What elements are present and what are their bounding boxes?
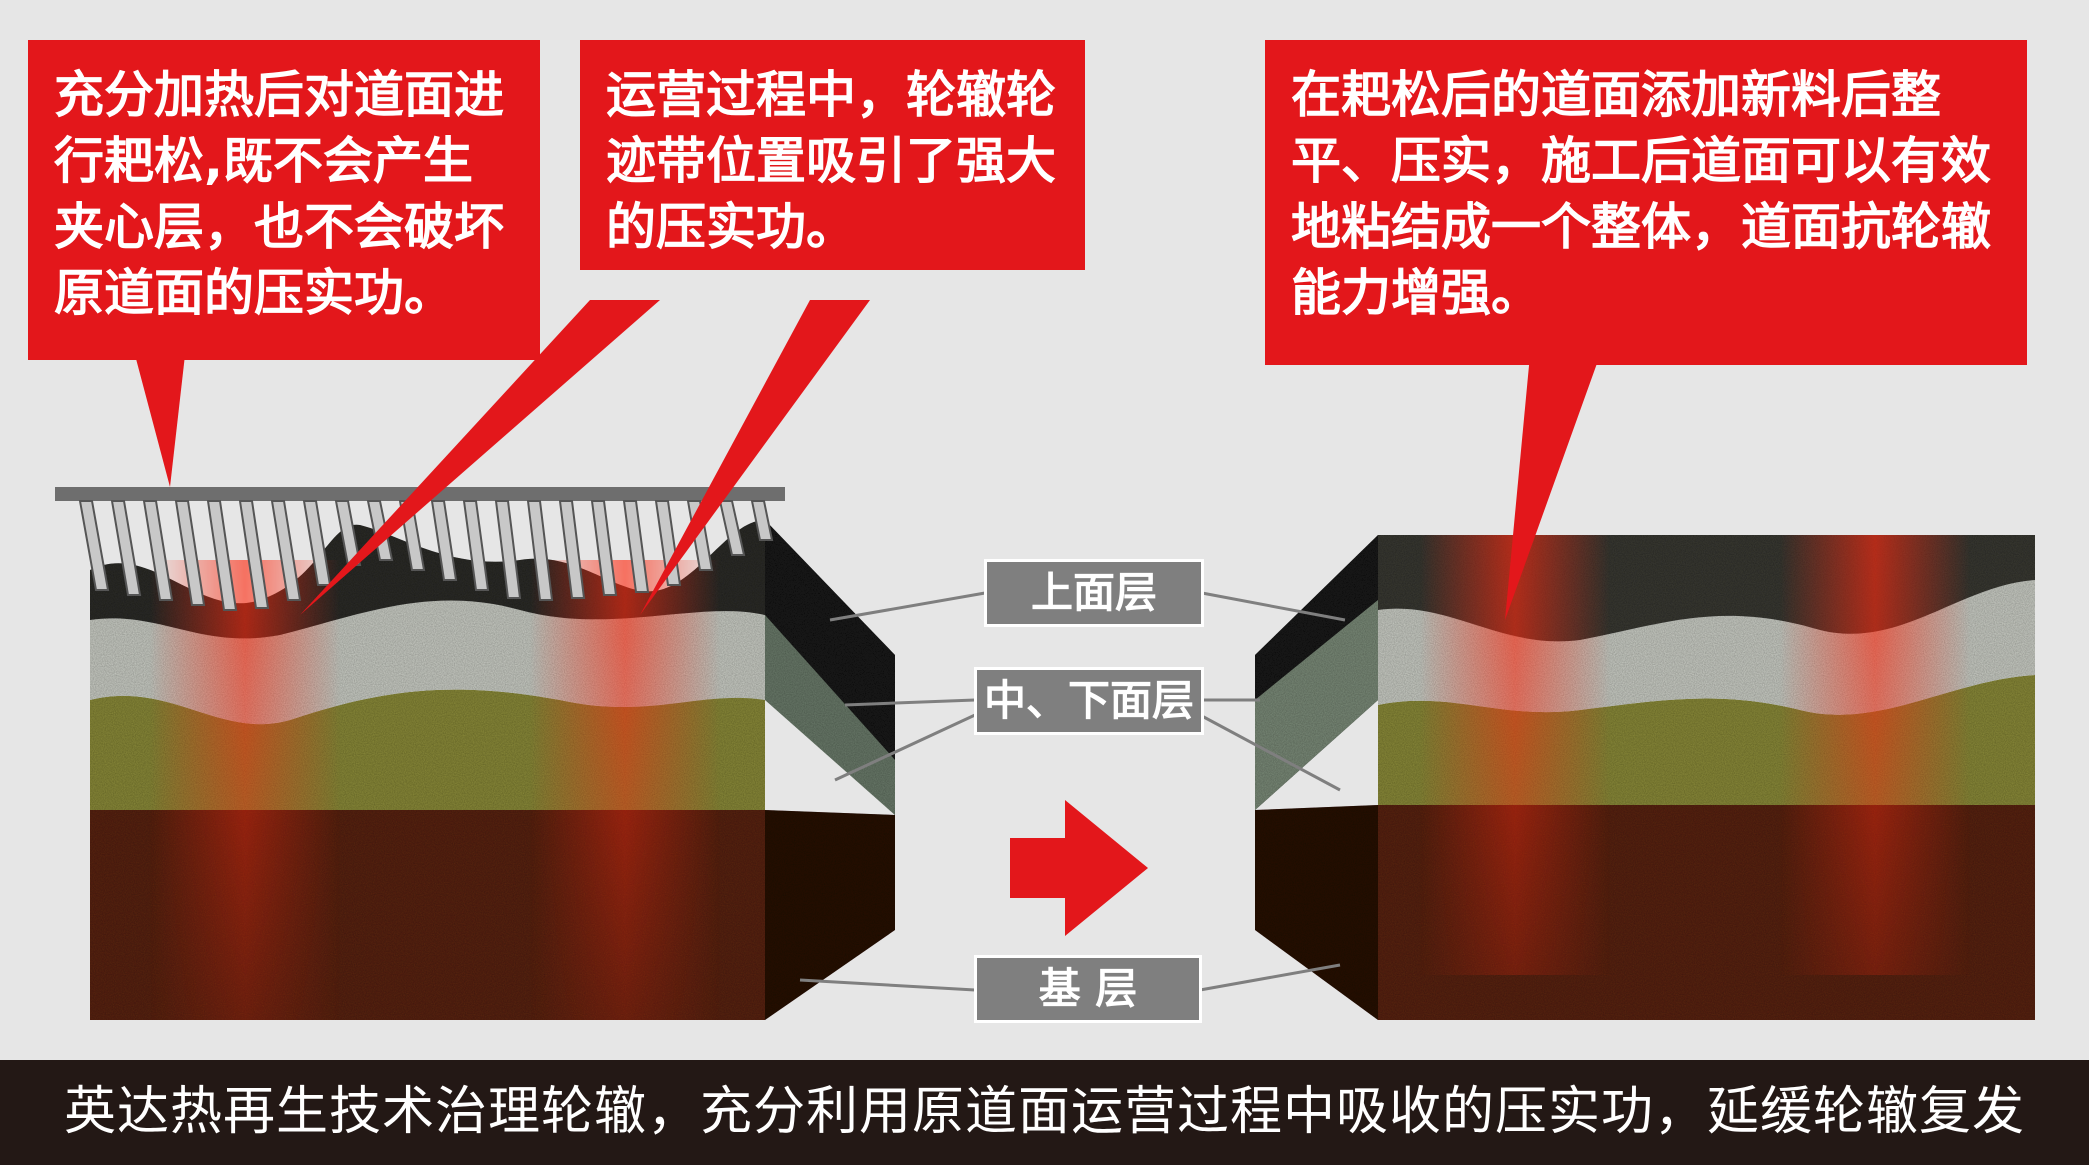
- rake: [55, 487, 785, 611]
- right-pavement-block: [1255, 535, 2035, 1020]
- label-base-layer: 基 层: [977, 958, 1199, 1020]
- left-callout-text: 充分加热后对道面进行耙松,既不会产生夹心层，也不会破坏原道面的压实功。: [54, 66, 504, 322]
- right-callout-text: 在耙松后的道面添加新料后整平、压实，施工后道面可以有效地粘结成一个整体，道面抗轮…: [1291, 66, 1991, 322]
- left-callout: 充分加热后对道面进行耙松,既不会产生夹心层，也不会破坏原道面的压实功。: [28, 40, 540, 360]
- left-callout-pointer: [135, 355, 185, 487]
- bottom-caption: 英达热再生技术治理轮辙，充分利用原道面运营过程中吸收的压实功，延缓轮辙复发: [0, 1060, 2089, 1165]
- right-heat-plume-1: [1420, 535, 1610, 975]
- right-callout: 在耙松后的道面添加新料后整平、压实，施工后道面可以有效地粘结成一个整体，道面抗轮…: [1265, 40, 2027, 365]
- left-heat-plume-2: [530, 560, 720, 1020]
- right-side-base: [1255, 805, 1378, 1020]
- label-leader-lines: [799, 591, 1346, 992]
- right-side-mid: [1255, 600, 1378, 810]
- label-top-layer: 上面层: [987, 562, 1201, 624]
- left-heat-plume-1: [150, 560, 340, 1020]
- right-callout-pointer: [1505, 355, 1600, 620]
- middle-callout-pointer-2: [640, 300, 870, 615]
- middle-callout-pointer-1: [300, 300, 660, 615]
- middle-callout-text: 运营过程中，轮辙轮迹带位置吸引了强大的压实功。: [606, 66, 1056, 256]
- transition-arrow: [1010, 800, 1148, 936]
- right-heat-plume-2: [1780, 535, 1970, 975]
- left-side-base: [765, 810, 895, 1020]
- label-mid-lower-layer: 中、下面层: [977, 670, 1201, 732]
- left-pavement-block: [55, 487, 895, 1020]
- middle-callout: 运营过程中，轮辙轮迹带位置吸引了强大的压实功。: [580, 40, 1085, 270]
- left-side-mid: [765, 615, 895, 815]
